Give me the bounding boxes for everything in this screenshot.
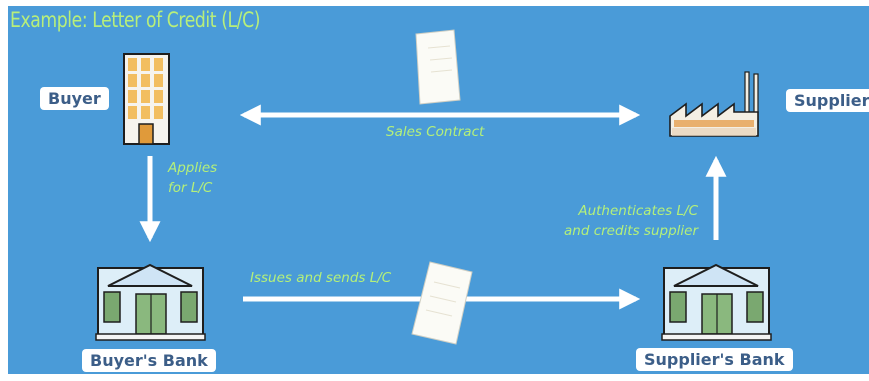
buyer-label: Buyer	[40, 87, 109, 110]
bank-building-icon	[95, 263, 206, 341]
document-icon	[415, 29, 461, 105]
applies-for-lc-label: Applies for L/C	[168, 160, 218, 196]
document-icon	[411, 261, 473, 345]
bank-building-icon	[661, 263, 772, 341]
supplier-label: Supplier	[786, 89, 869, 112]
issues-and-sends-lc-label: Issues and sends L/C	[250, 270, 392, 286]
office-building-icon	[123, 53, 170, 145]
buyers-bank-label: Buyer's Bank	[82, 349, 216, 372]
suppliers-bank-label: Supplier's Bank	[636, 348, 793, 371]
factory-icon	[669, 71, 759, 137]
authenticates-lc-label: Authenticates L/C and credits supplier	[564, 203, 698, 239]
sales-contract-label: Sales Contract	[386, 124, 485, 140]
diagram-title: Example: Letter of Credit (L/C)	[10, 8, 260, 32]
